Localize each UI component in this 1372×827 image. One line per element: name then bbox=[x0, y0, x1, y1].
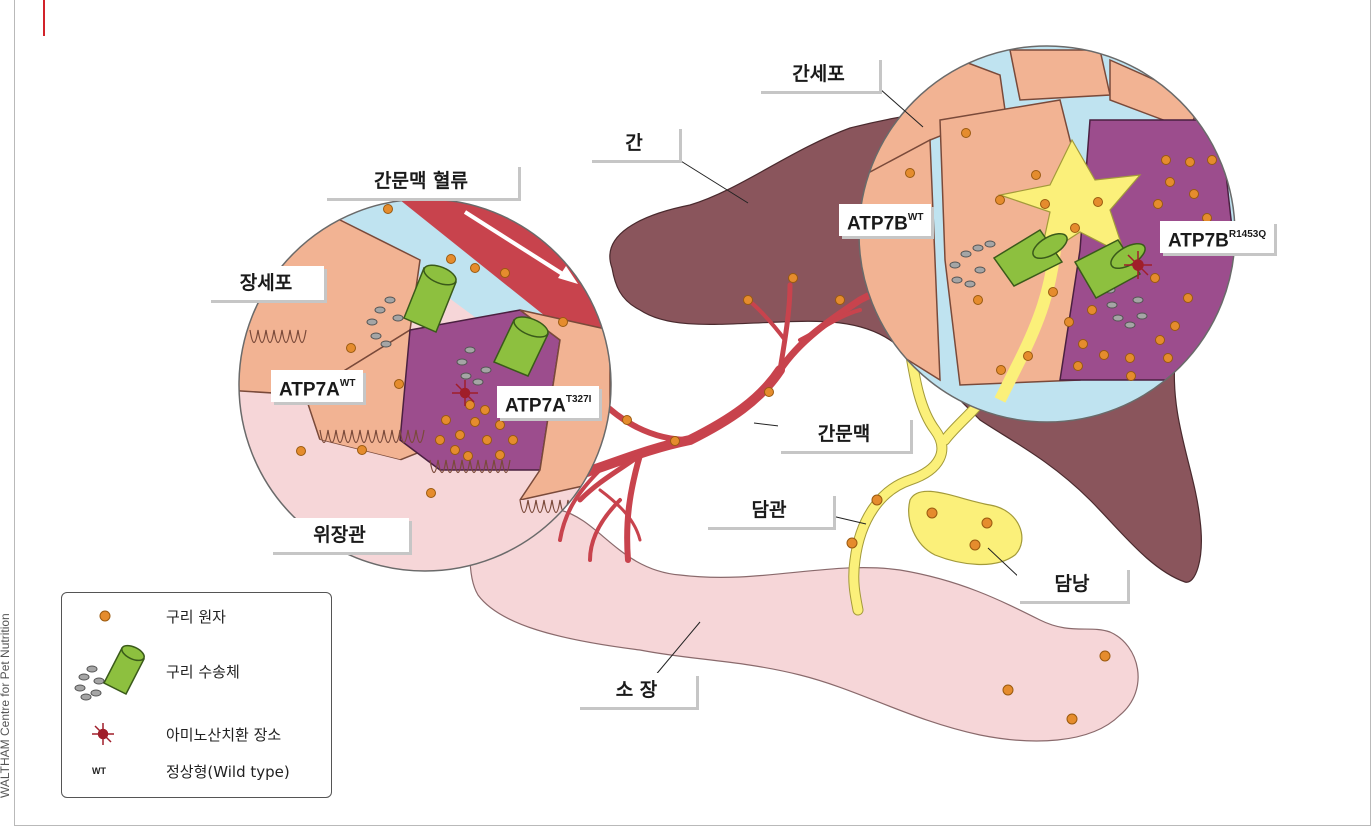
protein-variant: R1453Q bbox=[1229, 229, 1266, 240]
label-atp7b-mut: ATP7BR1453Q bbox=[1160, 221, 1274, 253]
gallbladder-shape bbox=[909, 491, 1022, 564]
protein-variant: WT bbox=[340, 378, 356, 389]
protein-variant: WT bbox=[908, 212, 924, 223]
legend-wt-symbol: WT bbox=[92, 766, 106, 776]
copper-atom-icon bbox=[100, 611, 110, 621]
label-gallbladder: 담낭 bbox=[1017, 567, 1127, 601]
label-portal-vein: 간문맥 bbox=[778, 417, 910, 451]
protein-name: ATP7B bbox=[1168, 230, 1229, 251]
label-portal-flow: 간문맥 혈류 bbox=[324, 164, 518, 198]
label-liver: 간 bbox=[589, 126, 679, 160]
legend-transporter: 구리 수송체 bbox=[166, 661, 240, 682]
label-atp7b-wt: ATP7BWT bbox=[839, 204, 931, 236]
protein-name: ATP7A bbox=[505, 395, 566, 416]
label-small-intestine: 소 장 bbox=[577, 673, 696, 707]
protein-name: ATP7A bbox=[279, 379, 340, 400]
small-intestine-shape bbox=[470, 507, 1138, 741]
substitution-icon bbox=[92, 723, 114, 745]
protein-name: ATP7B bbox=[847, 213, 908, 234]
label-hepatocyte: 간세포 bbox=[758, 57, 879, 91]
label-gi-tract: 위장관 bbox=[270, 518, 409, 552]
legend-substitution: 아미노산치환 장소 bbox=[166, 724, 281, 745]
label-bile-duct: 담관 bbox=[705, 493, 833, 527]
legend-copper-atom: 구리 원자 bbox=[166, 606, 226, 627]
protein-variant: T327I bbox=[566, 394, 592, 405]
label-atp7a-wt: ATP7AWT bbox=[271, 370, 363, 402]
legend-wild-type: 정상형(Wild type) bbox=[166, 761, 290, 782]
label-atp7a-mut: ATP7AT327I bbox=[497, 386, 599, 418]
label-enterocyte: 장세포 bbox=[208, 266, 324, 300]
transporter-icon bbox=[75, 642, 146, 700]
legend: 구리 원자 구리 수송체 아미노산치환 장소 WT 정상형(Wild type) bbox=[61, 592, 332, 798]
